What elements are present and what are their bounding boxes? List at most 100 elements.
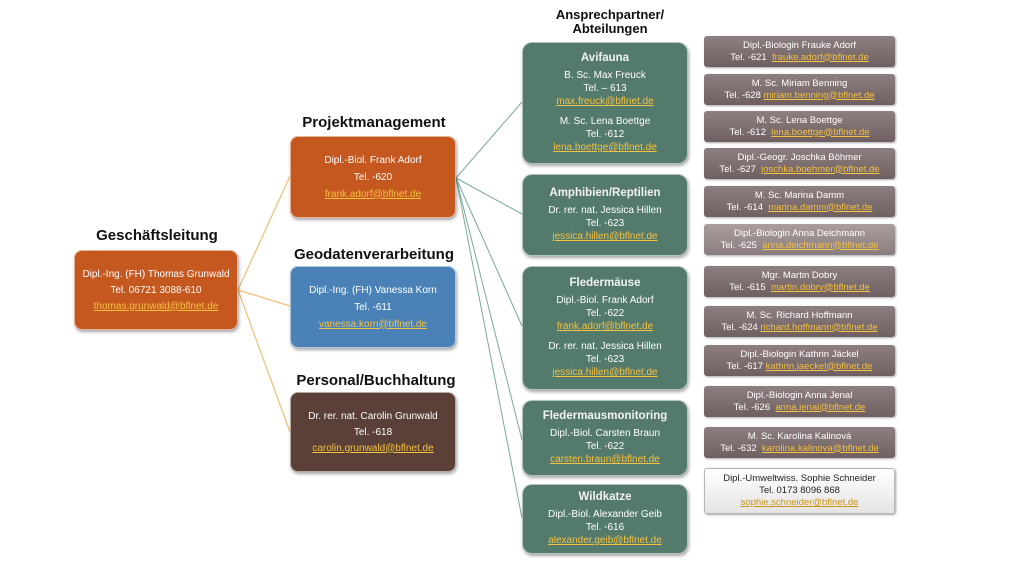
staff-email[interactable]: anna.jenal@bflnet.de bbox=[775, 401, 866, 413]
departments-header-line1: Ansprechpartner/ bbox=[555, 7, 665, 22]
contact-email[interactable]: frank.adorf@bflnet.de bbox=[556, 321, 654, 332]
staff-card: Mgr. Martin Dobry Tel. -615 martin.dobry… bbox=[704, 266, 895, 297]
contact-phone: Tel. -612 bbox=[585, 129, 625, 140]
contact-phone: Tel. -622 bbox=[585, 308, 625, 319]
contact-email[interactable]: carsten.braun@bflnet.de bbox=[550, 454, 660, 465]
staff-card: M. Sc. Miriam Benning Tel. -628 miriam.b… bbox=[704, 74, 895, 105]
staff-card: M. Sc. Richard Hoffmann Tel. -624 richar… bbox=[704, 306, 895, 337]
management-box: Dipl.-Ing. (FH) Thomas Grunwald Tel. 067… bbox=[74, 250, 238, 330]
staff-card: M. Sc. Lena Boettge Tel. -612 lena.boett… bbox=[704, 111, 895, 142]
personal-name: Dr. rer. nat. Carolin Grunwald bbox=[308, 410, 438, 422]
group-wildkatze: Wildkatze Dipl.-Biol. Alexander Geib Tel… bbox=[522, 484, 688, 554]
staff-card: Dipl.-Biologin Frauke Adorf Tel. -621 fr… bbox=[704, 36, 895, 67]
group-avifauna-title: Avifauna bbox=[580, 52, 630, 64]
staff-name: M. Sc. Miriam Benning bbox=[751, 77, 848, 89]
departments-header: Ansprechpartner/ Abteilungen bbox=[520, 8, 700, 36]
staff-name: M. Sc. Marina Damm bbox=[754, 189, 845, 201]
contact-email[interactable]: max.freuck@bflnet.de bbox=[556, 96, 654, 107]
personal-phone: Tel. -618 bbox=[353, 426, 393, 438]
staff-email[interactable]: sophie.schneider@bflnet.de bbox=[740, 497, 859, 508]
contact-name: Dipl.-Biol. Frank Adorf bbox=[556, 295, 654, 306]
staff-phone: Tel. -624 bbox=[721, 321, 758, 333]
contact-phone: Tel. -622 bbox=[585, 441, 625, 452]
connector-projekt-avifauna bbox=[455, 101, 523, 179]
staff-name: Dipl.-Biologin Anna Jenal bbox=[746, 389, 853, 401]
staff-email[interactable]: kathrin.jaeckel@bflnet.de bbox=[765, 360, 873, 372]
contact-name: Dipl.-Biol. Alexander Geib bbox=[548, 509, 662, 520]
staff-email[interactable]: richard.hoffmann@bflnet.de bbox=[760, 321, 878, 333]
contact-email[interactable]: alexander.geib@bflnet.de bbox=[548, 535, 662, 546]
staff-email[interactable]: martin.dobry@bflnet.de bbox=[770, 281, 870, 293]
staff-card: Dipl.-Geogr. Joschka Böhmer Tel. -627 jo… bbox=[704, 148, 895, 179]
contact-email[interactable]: jessica.hillen@bflnet.de bbox=[552, 231, 658, 242]
contact-phone: Tel. – 613 bbox=[583, 83, 627, 94]
departments-header-line2: Abteilungen bbox=[572, 21, 648, 36]
staff-card: Dipl.-Umweltwiss. Sophie Schneider Tel. … bbox=[704, 468, 895, 514]
staff-name: Dipl.-Biologin Anna Deichmann bbox=[734, 227, 865, 239]
connector-projekt-amphibien bbox=[455, 177, 523, 215]
geodaten-heading: Geodatenverarbeitung bbox=[293, 246, 455, 263]
connector-projekt-monitoring bbox=[455, 177, 523, 441]
management-heading: Geschäftsleitung bbox=[96, 227, 218, 244]
staff-phone: Tel. 0173 8096 868 bbox=[759, 485, 840, 496]
connector-projekt-fledermaeuse bbox=[455, 177, 523, 327]
group-avifauna: Avifauna B. Sc. Max Freuck Tel. – 613 ma… bbox=[522, 42, 688, 164]
management-phone: Tel. 06721 3088-610 bbox=[110, 284, 202, 296]
contact-email[interactable]: lena.boettge@bflnet.de bbox=[553, 142, 657, 153]
management-name: Dipl.-Ing. (FH) Thomas Grunwald bbox=[82, 268, 230, 280]
staff-card: M. Sc. Karolina Kalinová Tel. -632 karol… bbox=[704, 427, 895, 458]
connector-management-geodaten bbox=[237, 289, 291, 307]
staff-name: Dipl.-Biologin Frauke Adorf bbox=[743, 39, 856, 51]
group-monitoring: Fledermausmonitoring Dipl.-Biol. Carsten… bbox=[522, 400, 688, 476]
staff-card: Dipl.-Biologin Anna Deichmann Tel. -625 … bbox=[704, 224, 895, 255]
contact-name: Dr. rer. nat. Jessica Hillen bbox=[548, 205, 662, 216]
contact-name: Dr. rer. nat. Jessica Hillen bbox=[548, 341, 662, 352]
staff-phone: Tel. -615 bbox=[729, 281, 766, 293]
contact-phone: Tel. -623 bbox=[585, 354, 625, 365]
staff-email[interactable]: frauke.adorf@bflnet.de bbox=[771, 51, 869, 63]
geodaten-phone: Tel. -611 bbox=[354, 301, 392, 313]
projekt-box: Dipl.-Biol. Frank Adorf Tel. -620 frank.… bbox=[290, 136, 456, 218]
personal-heading: Personal/Buchhaltung bbox=[296, 372, 456, 389]
staff-name: M. Sc. Karolina Kalinová bbox=[747, 430, 852, 442]
projekt-phone: Tel. -620 bbox=[353, 171, 393, 183]
staff-name: M. Sc. Lena Boettge bbox=[756, 114, 843, 126]
staff-phone: Tel. -621 bbox=[730, 51, 767, 63]
projekt-heading: Projektmanagement bbox=[302, 114, 446, 131]
staff-name: Dipl.-Geogr. Joschka Böhmer bbox=[737, 151, 862, 163]
group-monitoring-title: Fledermausmonitoring bbox=[542, 410, 668, 422]
staff-phone: Tel. -625 bbox=[720, 239, 757, 251]
staff-name: M. Sc. Richard Hoffmann bbox=[746, 309, 853, 321]
projekt-email[interactable]: frank.adorf@bflnet.de bbox=[324, 188, 422, 200]
staff-email[interactable]: joschka.boehmer@bflnet.de bbox=[761, 163, 880, 175]
staff-name: Dipl.-Biologin Kathrin Jäckel bbox=[740, 348, 859, 360]
staff-card: Dipl.-Biologin Kathrin Jäckel Tel. -617 … bbox=[704, 345, 895, 376]
contact-name: M. Sc. Lena Boettge bbox=[559, 116, 651, 127]
management-email[interactable]: thomas.grunwald@bflnet.de bbox=[93, 300, 219, 312]
connector-management-personal bbox=[237, 289, 291, 433]
staff-email[interactable]: lena.boettge@bflnet.de bbox=[771, 126, 870, 138]
group-fledermaeuse-title: Fledermäuse bbox=[569, 277, 641, 289]
projekt-name: Dipl.-Biol. Frank Adorf bbox=[324, 154, 422, 166]
group-wildkatze-title: Wildkatze bbox=[578, 491, 632, 503]
staff-phone: Tel. -614 bbox=[726, 201, 763, 213]
staff-name: Dipl.-Umweltwiss. Sophie Schneider bbox=[723, 473, 876, 484]
personal-box: Dr. rer. nat. Carolin Grunwald Tel. -618… bbox=[290, 392, 456, 472]
contact-name: Dipl.-Biol. Carsten Braun bbox=[549, 428, 661, 439]
connector-management-projekt bbox=[237, 175, 291, 291]
staff-email[interactable]: karolina.kalinova@bflnet.de bbox=[761, 442, 879, 454]
connector-projekt-wildkatze bbox=[455, 177, 523, 519]
staff-phone: Tel. -617 bbox=[726, 360, 763, 372]
staff-email[interactable]: miriam.benning@bflnet.de bbox=[763, 89, 875, 101]
geodaten-email[interactable]: vanessa.korn@bflnet.de bbox=[319, 318, 427, 330]
staff-phone: Tel. -626 bbox=[733, 401, 771, 413]
staff-email[interactable]: anna.deichmann@bflnet.de bbox=[762, 239, 879, 251]
personal-email[interactable]: carolin.grunwald@bflnet.de bbox=[312, 442, 434, 454]
contact-name: B. Sc. Max Freuck bbox=[564, 70, 646, 81]
contact-email[interactable]: jessica.hillen@bflnet.de bbox=[552, 367, 658, 378]
contact-phone: Tel. -616 bbox=[585, 522, 625, 533]
group-fledermaeuse: Fledermäuse Dipl.-Biol. Frank Adorf Tel.… bbox=[522, 266, 688, 390]
contact-phone: Tel. -623 bbox=[585, 218, 625, 229]
geodaten-name: Dipl.-Ing. (FH) Vanessa Korn bbox=[309, 284, 437, 296]
staff-email[interactable]: marina.damm@bflnet.de bbox=[768, 201, 873, 213]
